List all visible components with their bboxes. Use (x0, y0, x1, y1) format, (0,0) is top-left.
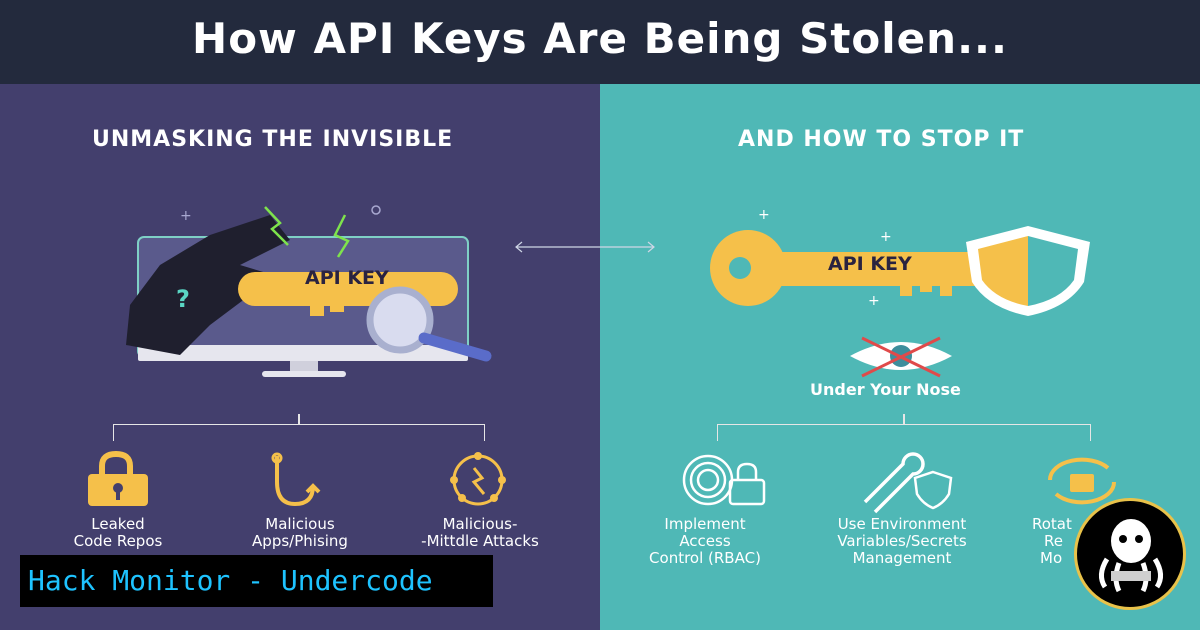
crossed-eye-icon (850, 336, 952, 378)
network-attack-icon (450, 452, 506, 506)
left-key-label: API KEY (305, 267, 389, 289)
wrench-shield-icon (863, 452, 953, 514)
left-item-1-line1: Leaked (91, 515, 145, 533)
double-arrow-icon (515, 241, 655, 253)
right-item-3-line2: Re (1044, 532, 1063, 550)
svg-text:+: + (880, 229, 892, 245)
left-bracket-tick (298, 414, 300, 424)
fishing-hook-icon (271, 452, 321, 507)
eye-caption: Under Your Nose (810, 380, 961, 399)
right-item-3-line1: Rotat (1032, 515, 1072, 533)
sparkle-decoration-icon: + + + (758, 207, 892, 309)
right-item-3-line3: Mo (1040, 549, 1063, 567)
right-key-label: API KEY (828, 253, 912, 275)
right-bracket (717, 424, 1091, 441)
right-item-1-line1: Implement (664, 515, 746, 533)
right-item-2-line3: Management (852, 549, 952, 567)
left-item-1-label: Leaked Code Repos (48, 516, 188, 550)
left-item-1-line2: Code Repos (73, 532, 163, 550)
svg-text:?: ? (176, 285, 190, 313)
left-heading: UNMASKING THE INVISIBLE (92, 127, 454, 152)
watermark-banner: Hack Monitor - Undercode (20, 555, 493, 607)
octopus-icon (1099, 519, 1163, 593)
right-item-1-label: Implement Access Control (RBAC) (645, 516, 765, 567)
right-item-1-line3: Control (RBAC) (649, 549, 761, 567)
svg-text:+: + (180, 208, 192, 224)
right-item-2-label: Use Environment Variables/Secrets Manage… (812, 516, 992, 567)
api-key-icon (710, 230, 980, 306)
svg-text:+: + (758, 207, 770, 223)
sparkle-decoration-icon: + (180, 205, 381, 224)
right-item-3-label: Rotat Re Mo (1032, 516, 1092, 567)
rotate-lock-icon (1047, 457, 1117, 505)
page-title: How API Keys Are Being Stolen... (192, 14, 1008, 63)
shield-icon (966, 226, 1090, 316)
left-item-3-label: Malicious- -Mittdle Attacks (400, 516, 560, 550)
left-item-3-line2: -Mittdle Attacks (421, 532, 539, 550)
right-bracket-tick (903, 414, 905, 424)
left-item-2-line1: Malicious (265, 515, 335, 533)
right-item-1-line2: Access (679, 532, 731, 550)
right-item-2-line1: Use Environment (837, 515, 967, 533)
right-heading: AND HOW TO STOP IT (738, 127, 1025, 152)
padlock-icon (88, 450, 148, 506)
left-item-2-line2: Apps/Phising (252, 532, 348, 550)
fingerprint-lock-icon (682, 454, 766, 506)
watermark-text: Hack Monitor - Undercode (28, 564, 433, 597)
magnifier-icon (366, 286, 492, 362)
undercode-logo (1074, 498, 1186, 610)
left-item-2-label: Malicious Apps/Phising (230, 516, 370, 550)
title-bar (0, 0, 1200, 84)
svg-text:+: + (868, 293, 880, 309)
left-bracket (113, 424, 485, 441)
right-item-2-line2: Variables/Secrets (837, 532, 967, 550)
left-item-3-line1: Malicious- (442, 515, 518, 533)
